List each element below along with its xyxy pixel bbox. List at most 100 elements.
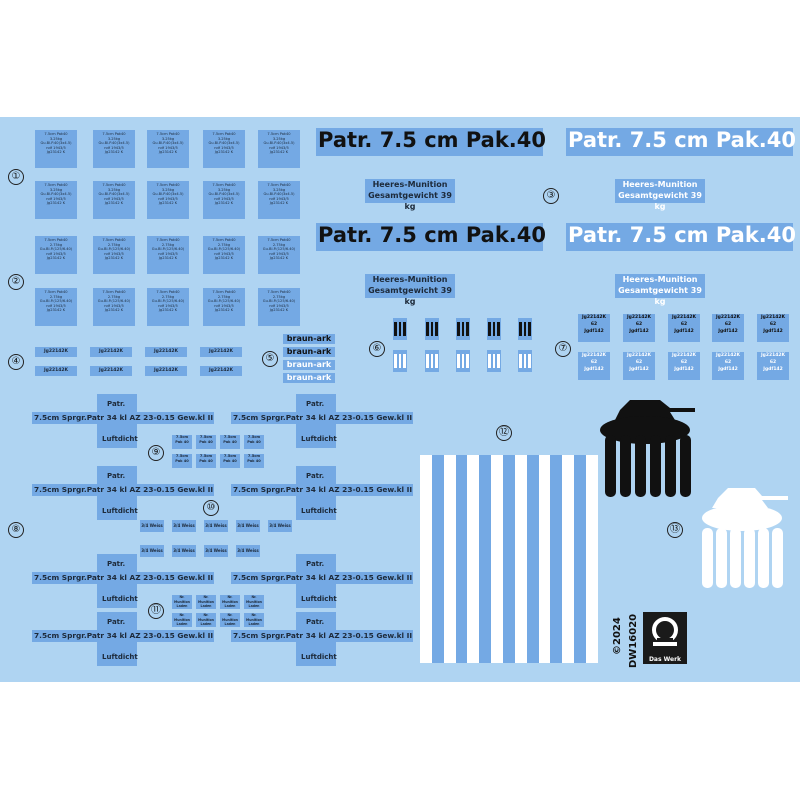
braun-label: braun-ark bbox=[283, 347, 335, 357]
pak-tile-line: 2.75kg bbox=[272, 242, 286, 247]
pak-tile-line: Gu.Bl.P.(125/6.40) bbox=[97, 247, 131, 252]
pak-tile-line: 2.75kg bbox=[107, 294, 121, 299]
bar-stroke bbox=[398, 354, 402, 368]
pak-tile-line: ndf 1943/5 bbox=[214, 196, 234, 201]
section-7-line: 62 bbox=[724, 322, 732, 327]
pak-tile-line: Gu.Bl.P.40(3x4.5) bbox=[40, 141, 72, 146]
section-4-label: Jg22142K bbox=[200, 366, 242, 376]
bar-stroke bbox=[488, 322, 491, 336]
marker-12: ⑫ bbox=[496, 425, 512, 441]
section-7-line: 62 bbox=[769, 360, 777, 365]
bar-marking-dark bbox=[518, 318, 532, 340]
bar-marking-dark bbox=[456, 318, 470, 340]
pak-tile-line: Jg23142 K bbox=[158, 256, 178, 261]
section-10-tile: 3/4 Weiss bbox=[140, 545, 164, 557]
pak-tile-line: ndf 1943/5 bbox=[214, 251, 234, 256]
header-text: Patr. 7.5 cm Pak.40 bbox=[318, 128, 547, 152]
bar-stroke bbox=[497, 322, 500, 336]
sprgr-luftdicht: Luftdicht bbox=[102, 595, 138, 603]
pak-tile-line: ndf 1943/5 bbox=[269, 251, 289, 256]
section-9-tile: 7.5cm Pak 40 bbox=[196, 435, 216, 449]
pak-tile-line: 2.75kg bbox=[49, 294, 63, 299]
bar-stroke bbox=[466, 354, 469, 368]
bar-stroke bbox=[523, 322, 527, 336]
header-band bbox=[566, 223, 793, 251]
section-9-tile: 7.5cm Pak 40 bbox=[244, 454, 264, 468]
section-7-line: 62 bbox=[590, 360, 598, 365]
pak-tile-line: Jg23142 K bbox=[46, 201, 66, 206]
pak-tile-line: Gu.Bl.P.(125/6.40) bbox=[207, 247, 241, 252]
bar-stroke bbox=[528, 354, 531, 368]
pak-tile-line: Gu.Bl.P.(125/6.40) bbox=[97, 299, 131, 304]
marker-7: ⑦ bbox=[555, 341, 571, 357]
marker-13: ⑬ bbox=[667, 522, 683, 538]
pak-tile-line: 7.5cm Pak40 bbox=[267, 183, 291, 187]
section-4-label: Jg22142K bbox=[90, 347, 132, 357]
bar-stroke bbox=[497, 354, 500, 368]
sprgr-luftdicht: Luftdicht bbox=[102, 653, 138, 661]
section-10-tile: 3/4 Weiss bbox=[236, 520, 260, 532]
bar-stroke bbox=[426, 354, 429, 368]
sprgr-luftdicht: Luftdicht bbox=[301, 435, 337, 443]
bar-marking-light bbox=[518, 350, 532, 372]
pak-tile-line: 2.75kg bbox=[217, 242, 231, 247]
section-7-line: Jgdf142 bbox=[763, 329, 783, 334]
section-7-line: Jgdf142 bbox=[763, 367, 783, 372]
product-code: DW16020 bbox=[628, 613, 639, 668]
section-7-line: Jg22142K bbox=[671, 353, 697, 358]
pak-tile-line: 7.5cm Pak40 bbox=[44, 132, 68, 136]
pak-tile-line: Gu.Bl.P.40(3x4.5) bbox=[152, 141, 184, 146]
pak-tile-line: 7.5cm Pak40 bbox=[44, 238, 68, 242]
pak-tile-line: 7.5cm Pak40 bbox=[156, 238, 180, 242]
pak-tile-line: 2.75kg bbox=[161, 242, 175, 247]
bar-stroke bbox=[523, 354, 527, 368]
pak-tile-line: Gu.Bl.P.(125/6.40) bbox=[39, 247, 73, 252]
marker-11: ⑪ bbox=[148, 603, 164, 619]
pak-tile-line: Jg23142 K bbox=[269, 150, 289, 155]
marker-9: ⑨ bbox=[148, 445, 164, 461]
heeres-label: Heeres-Munition bbox=[622, 275, 698, 284]
section-7-line: Jg22142K bbox=[760, 315, 786, 320]
pak-tile-line: Jg23142 K bbox=[104, 308, 124, 313]
pak-tile-line: ndf 1943/5 bbox=[158, 303, 178, 308]
pak-tile-line: ndf 1943/5 bbox=[46, 196, 66, 201]
header-band bbox=[316, 128, 543, 156]
pak-tile-line: Gu.Bl.P.(125/6.40) bbox=[262, 247, 296, 252]
section-11-tile: Nr. Munition Laden bbox=[244, 595, 264, 609]
section-9-tile: 7.5cm Pak 40 bbox=[196, 454, 216, 468]
sprgr-line: 7.5cm Sprgr.Patr 34 kl AZ 23-0.15 Gew.kl… bbox=[34, 413, 214, 422]
pak-tile-line: ndf 1943/5 bbox=[104, 145, 124, 150]
section-7-line: Jgdf142 bbox=[629, 329, 649, 334]
header-text: Patr. 7.5 cm Pak.40 bbox=[568, 128, 797, 152]
header-band bbox=[566, 128, 793, 156]
section-10-tile: 3/4 Weiss bbox=[236, 545, 260, 557]
bar-stroke bbox=[403, 354, 406, 368]
bar-stroke bbox=[435, 354, 438, 368]
pak-tile-line: 2.75kg bbox=[272, 294, 286, 299]
pak-tile-line: Jg23142 K bbox=[214, 150, 234, 155]
sprgr-line: 7.5cm Sprgr.Patr 34 kl AZ 23-0.15 Gew.kl… bbox=[233, 573, 413, 582]
pak-tile-line: 7.5cm Pak40 bbox=[102, 238, 126, 242]
bar-stroke bbox=[430, 322, 434, 336]
stripe-panel bbox=[420, 455, 598, 663]
braun-label: braun-ark bbox=[283, 373, 335, 383]
pak-tile-line: ndf 1943/5 bbox=[158, 145, 178, 150]
section-4-label: Jg22142K bbox=[35, 347, 77, 357]
section-11-tile: Nr. Munition Laden bbox=[196, 595, 216, 609]
pak-tile-line: ndf 1943/5 bbox=[214, 303, 234, 308]
logo-text: Das Werk bbox=[648, 656, 682, 663]
heeres-label: Heeres-Munition bbox=[372, 275, 448, 284]
section-7-line: 62 bbox=[680, 360, 688, 365]
marker-1: ① bbox=[8, 169, 24, 185]
sprgr-patr: Patr. bbox=[306, 618, 325, 626]
